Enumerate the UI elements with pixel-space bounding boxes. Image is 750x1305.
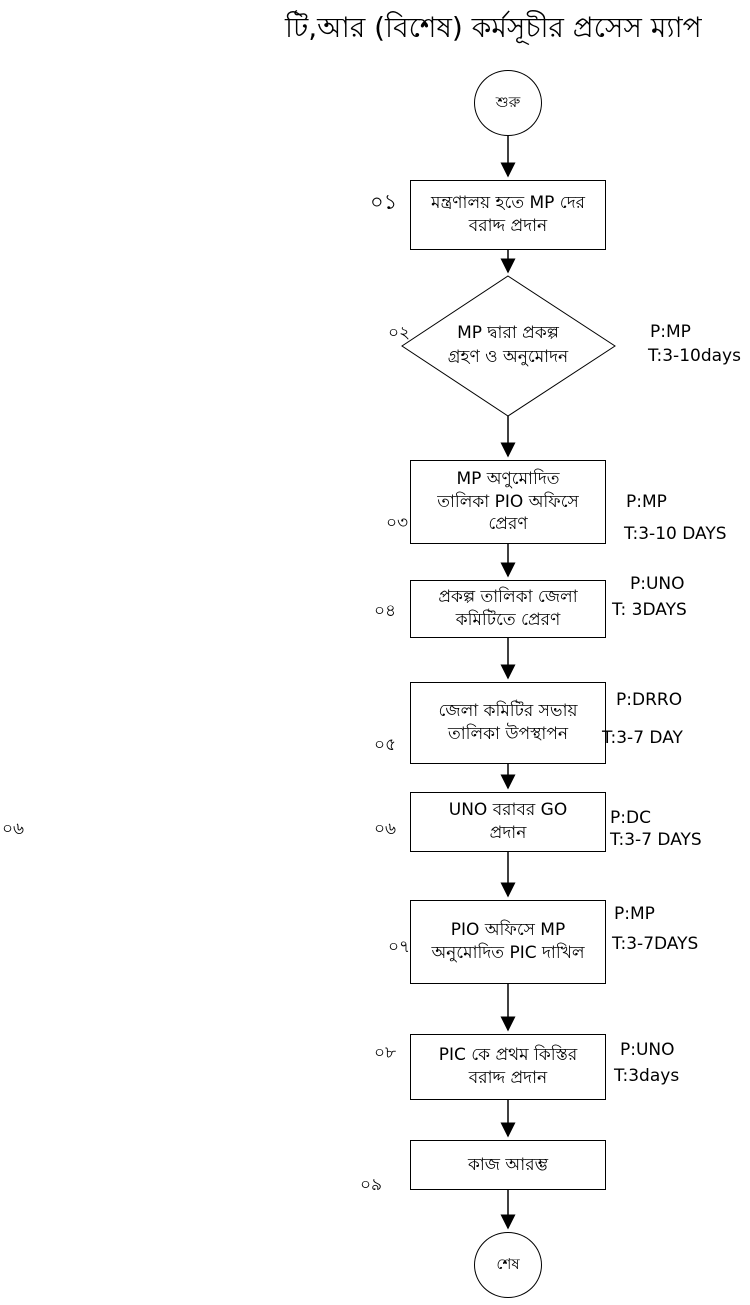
step-number: ০১ <box>370 190 398 214</box>
step-text: MP অণুমোদিত তালিকা PIO অফিসে প্রেরণ <box>437 468 579 535</box>
step-time: T:3-10days <box>648 346 741 366</box>
start-label: শুরু <box>495 92 521 111</box>
step-person: P:UNO <box>620 1040 675 1060</box>
step-person: P:MP <box>614 904 655 924</box>
step-person: P:MP <box>626 492 667 512</box>
decision-text: MP দ্বারা প্রকল্প গ্রহণ ও অনুমোদন <box>447 323 569 367</box>
step-number: ০৬ <box>374 819 397 839</box>
step-text: প্রকল্প তালিকা জেলা কমিটিতে প্রেরণ <box>438 587 578 630</box>
process-box-step-04: প্রকল্প তালিকা জেলা কমিটিতে প্রেরণ <box>410 580 606 638</box>
step-number: ০৪ <box>374 601 397 621</box>
step-time: T:3-10 DAYS <box>624 524 727 544</box>
process-box-step-03: MP অণুমোদিত তালিকা PIO অফিসে প্রেরণ <box>410 460 606 544</box>
step-number: ০২ <box>388 323 411 343</box>
step-number: ০৯ <box>360 1175 383 1195</box>
page-title: টি,আর (বিশেষ) কর্মসূচীর প্রসেস ম্যাপ <box>285 11 702 44</box>
process-box-step-09: কাজ আরম্ভ <box>410 1140 606 1190</box>
step-text: UNO বরাবর GO প্রদান <box>448 800 568 843</box>
step-time: T:3-7 DAYS <box>610 830 702 850</box>
step-person: P:DC <box>610 808 651 828</box>
step-person: P:UNO <box>630 574 685 594</box>
start-terminal: শুরু <box>474 70 542 136</box>
step-text: মন্ত্রণালয় হতে MP দের বরাদ্দ প্রদান <box>431 193 585 236</box>
step-number: ০৩ <box>386 513 409 533</box>
stray-step-number: ০৬ <box>2 819 25 839</box>
process-box-step-05: জেলা কমিটির সভায় তালিকা উপস্থাপন <box>410 682 606 764</box>
step-time: T:3days <box>614 1066 680 1086</box>
process-box-step-07: PIO অফিসে MP অনুমোদিত PIC দাখিল <box>410 900 606 984</box>
step-person: P:DRRO <box>616 690 683 710</box>
step-person: P:MP <box>650 322 691 342</box>
process-box-step-01: মন্ত্রণালয় হতে MP দের বরাদ্দ প্রদান <box>410 180 606 250</box>
end-terminal: শেষ <box>474 1232 542 1298</box>
step-time: T:3-7DAYS <box>612 934 699 954</box>
step-time: T: 3DAYS <box>612 600 687 620</box>
step-text: PIO অফিসে MP অনুমোদিত PIC দাখিল <box>431 920 585 963</box>
process-box-step-08: PIC কে প্রথম কিস্তির বরাদ্দ প্রদান <box>410 1034 606 1100</box>
step-text: জেলা কমিটির সভায় তালিকা উপস্থাপন <box>438 701 578 744</box>
step-number: ০৫ <box>374 735 397 755</box>
step-time: T:3-7 DAY <box>602 728 683 748</box>
end-label: শেষ <box>496 1254 520 1273</box>
step-text: PIC কে প্রথম কিস্তির বরাদ্দ প্রদান <box>438 1045 578 1088</box>
step-number: ০৭ <box>388 937 411 957</box>
process-box-step-06: UNO বরাবর GO প্রদান <box>410 792 606 852</box>
step-text: কাজ আরম্ভ <box>467 1154 549 1175</box>
step-number: ০৮ <box>374 1043 397 1063</box>
